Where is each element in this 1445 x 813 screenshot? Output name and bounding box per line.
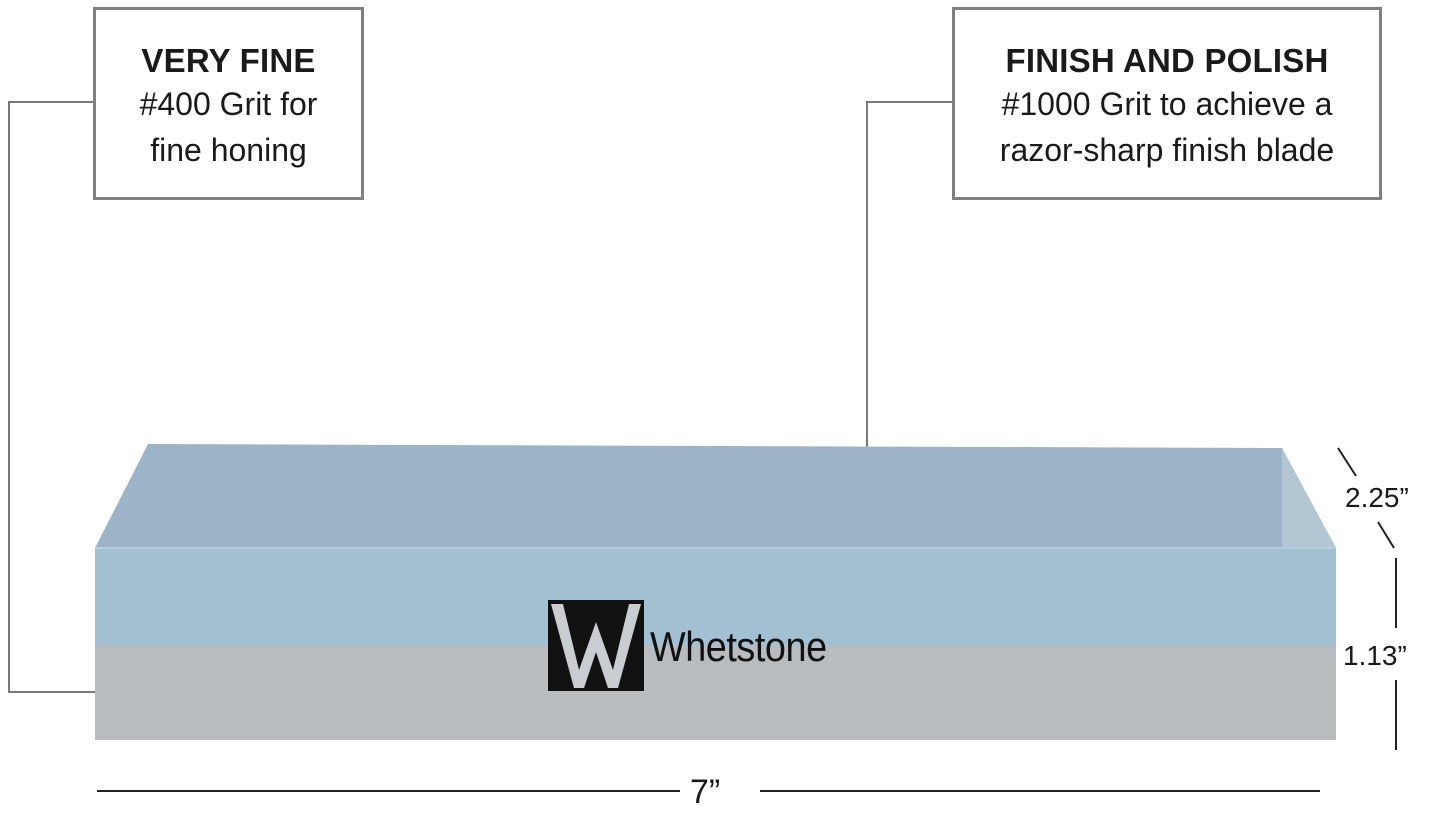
callout-very-fine: VERY FINE #400 Grit for fine honing: [93, 7, 364, 200]
callout-desc-line1: #400 Grit for: [139, 86, 318, 122]
leader-line-left: [8, 101, 128, 693]
leader-line-right: [866, 101, 952, 491]
callout-desc-line1: #1000 Grit to achieve a: [1001, 86, 1333, 122]
stone-front-grey: [95, 645, 1336, 740]
brand-name: Whetstone: [650, 623, 827, 670]
dimension-height: 1.13”: [1343, 640, 1407, 671]
callout-finish-polish: FINISH AND POLISH #1000 Grit to achieve …: [952, 7, 1382, 200]
dimension-width: 2.25”: [1345, 482, 1409, 513]
callout-desc-line2: fine honing: [150, 132, 307, 168]
w-logo-icon: [548, 600, 644, 691]
stone-front-blue: [95, 548, 1336, 645]
dimension-length: 7”: [690, 773, 721, 811]
width-line-top: [1337, 447, 1357, 477]
width-line-bottom: [1377, 521, 1395, 549]
callout-title: FINISH AND POLISH: [1005, 42, 1329, 79]
callout-desc-line2: razor-sharp finish blade: [999, 132, 1335, 168]
callout-title: VERY FINE: [141, 42, 316, 79]
stone-top-face: [95, 444, 1336, 548]
